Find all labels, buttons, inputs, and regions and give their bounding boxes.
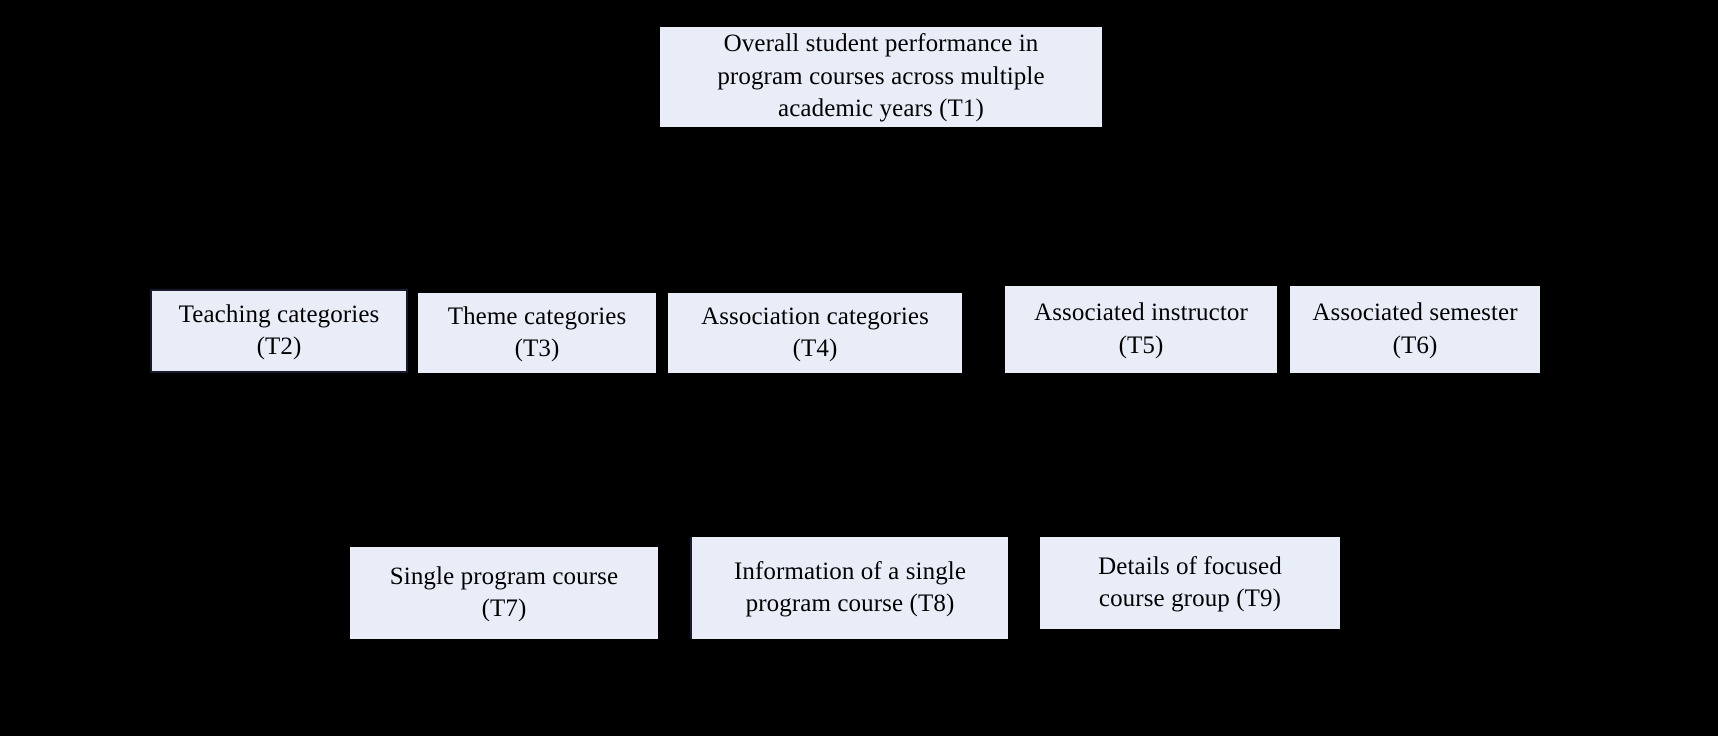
task-node-t2[interactable]: Teaching categories (T2) <box>150 289 408 373</box>
task-node-t7[interactable]: Single program course (T7) <box>350 547 658 639</box>
task-node-t2-label: Teaching categories (T2) <box>178 300 380 361</box>
task-node-t1[interactable]: Overall student performance in program c… <box>660 27 1102 127</box>
task-node-t8-label: Information of a single program course (… <box>733 557 967 618</box>
task-node-t4-label: Association categories (T4) <box>701 302 929 363</box>
task-node-t7-label: Single program course (T7) <box>389 562 619 623</box>
task-node-t5-label: Associated instructor (T5) <box>1034 299 1248 359</box>
task-node-t9-label: Details of focused course group (T9) <box>1098 552 1282 613</box>
task-node-t6-label: Associated semester (T6) <box>1312 299 1518 359</box>
task-node-t8[interactable]: Information of a single program course (… <box>690 537 1008 639</box>
task-node-t4[interactable]: Association categories (T4) <box>668 293 962 373</box>
task-node-t6[interactable]: Associated semester (T6) <box>1290 286 1540 373</box>
task-node-t1-label: Overall student performance in program c… <box>717 30 1045 123</box>
task-node-t5[interactable]: Associated instructor (T5) <box>1005 286 1277 373</box>
task-node-t9[interactable]: Details of focused course group (T9) <box>1040 537 1340 629</box>
task-node-t3[interactable]: Theme categories (T3) <box>418 293 656 373</box>
task-node-t3-label: Theme categories (T3) <box>447 302 627 363</box>
